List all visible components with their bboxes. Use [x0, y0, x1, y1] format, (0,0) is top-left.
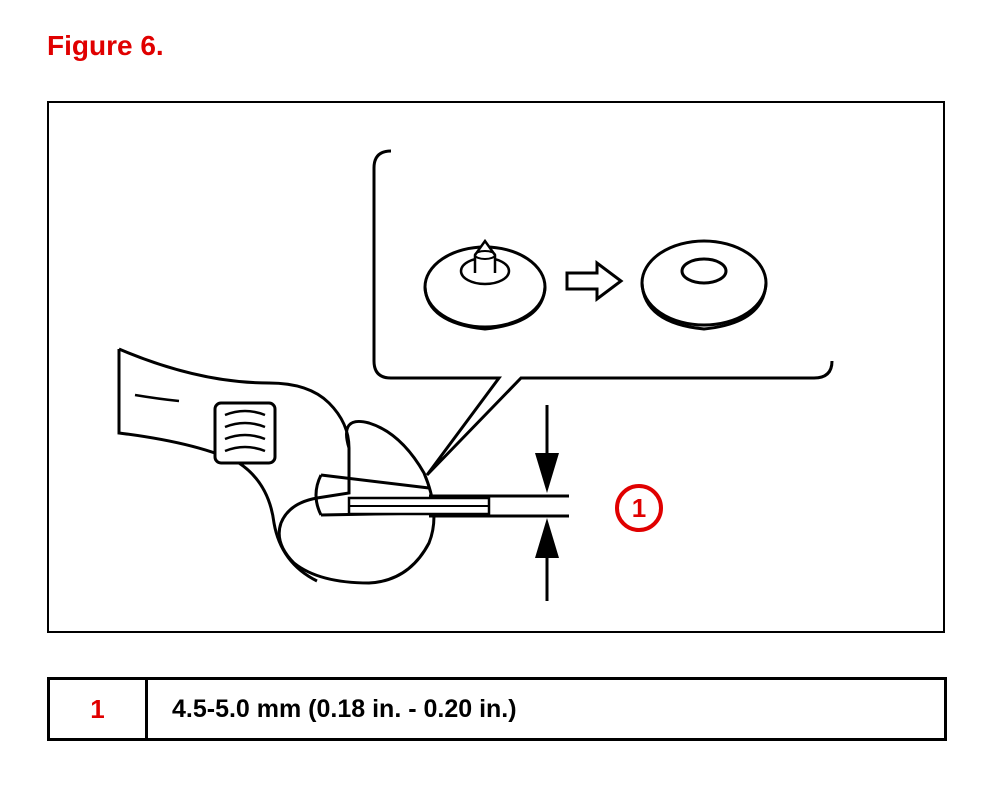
- plate-edge: [347, 494, 569, 518]
- callout-1-label: 1: [632, 493, 646, 523]
- speech-bubble: [372, 149, 834, 477]
- figure-title: Figure 6.: [47, 30, 164, 61]
- wrench-adjustment-diagram: 1: [117, 149, 834, 601]
- legend-table: 1 4.5-5.0 mm (0.18 in. - 0.20 in.): [47, 677, 947, 741]
- cap-before-icon: [423, 238, 547, 331]
- dimension-arrows: [535, 405, 559, 601]
- adjustable-wrench: [117, 347, 436, 585]
- legend-row-number: 1: [50, 680, 148, 738]
- legend-row-description: 4.5-5.0 mm (0.18 in. - 0.20 in.): [172, 694, 517, 723]
- callout-1-marker: 1: [615, 484, 663, 532]
- cap-after-icon: [640, 239, 768, 331]
- arrow-right-icon: [565, 260, 624, 302]
- figure-illustration: 1: [47, 101, 945, 633]
